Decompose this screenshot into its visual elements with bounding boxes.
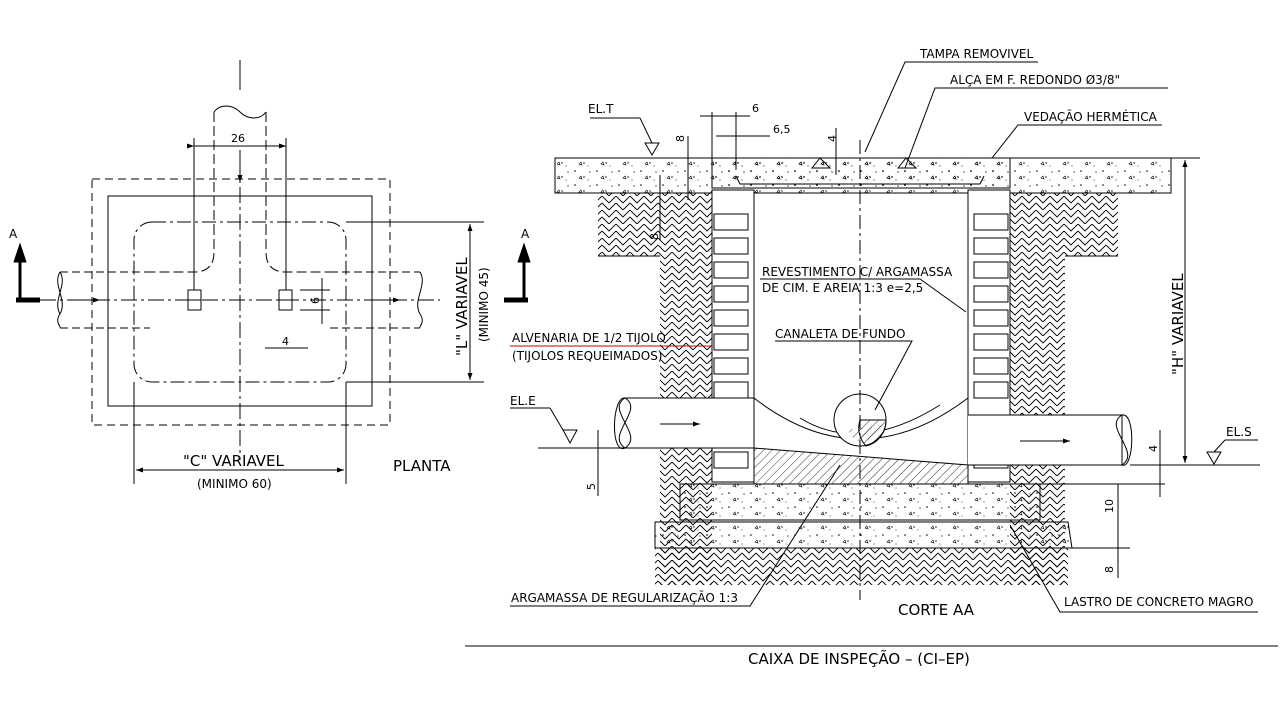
section-dim-4-outlet: 4 bbox=[1147, 445, 1160, 452]
alvenaria-label-1: ALVENARIA DE 1/2 TIJOLO bbox=[512, 331, 666, 345]
plan-outer-dashed bbox=[91, 178, 391, 426]
plan-view-title: PLANTA bbox=[393, 457, 451, 475]
alca-label: ALÇA EM F. REDONDO Ø3/8" bbox=[950, 73, 1120, 87]
section-dim-6: 6 bbox=[752, 102, 759, 115]
section-view bbox=[465, 61, 1278, 647]
section-mark-left: A bbox=[9, 227, 18, 241]
lastro-label: LASTRO DE CONCRETO MAGRO bbox=[1064, 595, 1253, 609]
plan-width-label: "C" VARIAVEL bbox=[183, 452, 284, 470]
argamassa-label: ARGAMASSA DE REGULARIZAÇÃO 1:3 bbox=[511, 590, 738, 605]
section-dim-10-base: 10 bbox=[1103, 499, 1116, 513]
revestimento-label-1: REVESTIMENTO C/ ARGAMASSA bbox=[762, 265, 953, 279]
plan-length-label: "L" VARIAVEL bbox=[453, 257, 471, 356]
tampa-label: TAMPA REMOVIVEL bbox=[919, 47, 1034, 61]
section-view-title: CORTE AA bbox=[898, 601, 975, 619]
mortar-wedge bbox=[753, 447, 969, 485]
lid-frame bbox=[711, 157, 1011, 189]
vedacao-label: VEDAÇÃO HERMÉTICA bbox=[1024, 109, 1158, 124]
section-dim-4-top: 4 bbox=[826, 135, 839, 142]
plan-length-min: (MINIMO 45) bbox=[477, 267, 491, 342]
section-dim-8-side: 8 bbox=[648, 233, 661, 240]
section-mark-right: A bbox=[521, 227, 530, 241]
drawing-title: CAIXA DE INSPEÇÃO – (CI–EP) bbox=[748, 649, 970, 668]
alvenaria-label-2: (TIJOLOS REQUEIMADOS) bbox=[512, 349, 663, 363]
plan-dim-26: 26 bbox=[231, 132, 245, 145]
plan-dim-4: 4 bbox=[282, 335, 289, 348]
plan-dim-6: 6 bbox=[309, 297, 322, 304]
el-s-label: EL.S bbox=[1226, 425, 1252, 439]
plan-width-min: (MINIMO 60) bbox=[197, 477, 272, 491]
canaleta-label: CANALETA DE FUNDO bbox=[775, 327, 905, 341]
lean-concrete bbox=[654, 521, 1073, 549]
section-dim-8-top: 8 bbox=[674, 135, 687, 142]
section-dim-6-5: 6,5 bbox=[773, 123, 791, 136]
section-dim-5-inlet: 5 bbox=[585, 483, 598, 490]
plan-view bbox=[13, 60, 531, 484]
h-variavel-label: "H" VARIAVEL bbox=[1169, 273, 1187, 375]
inlet-pipe bbox=[614, 397, 755, 449]
el-e-label: EL.E bbox=[510, 394, 536, 408]
section-dim-8-base: 8 bbox=[1103, 566, 1116, 573]
revestimento-label-2: DE CIM. E AREIA 1:3 e=2,5 bbox=[762, 281, 923, 295]
outlet-pipe bbox=[968, 414, 1133, 466]
el-t-label: EL.T bbox=[588, 102, 614, 116]
